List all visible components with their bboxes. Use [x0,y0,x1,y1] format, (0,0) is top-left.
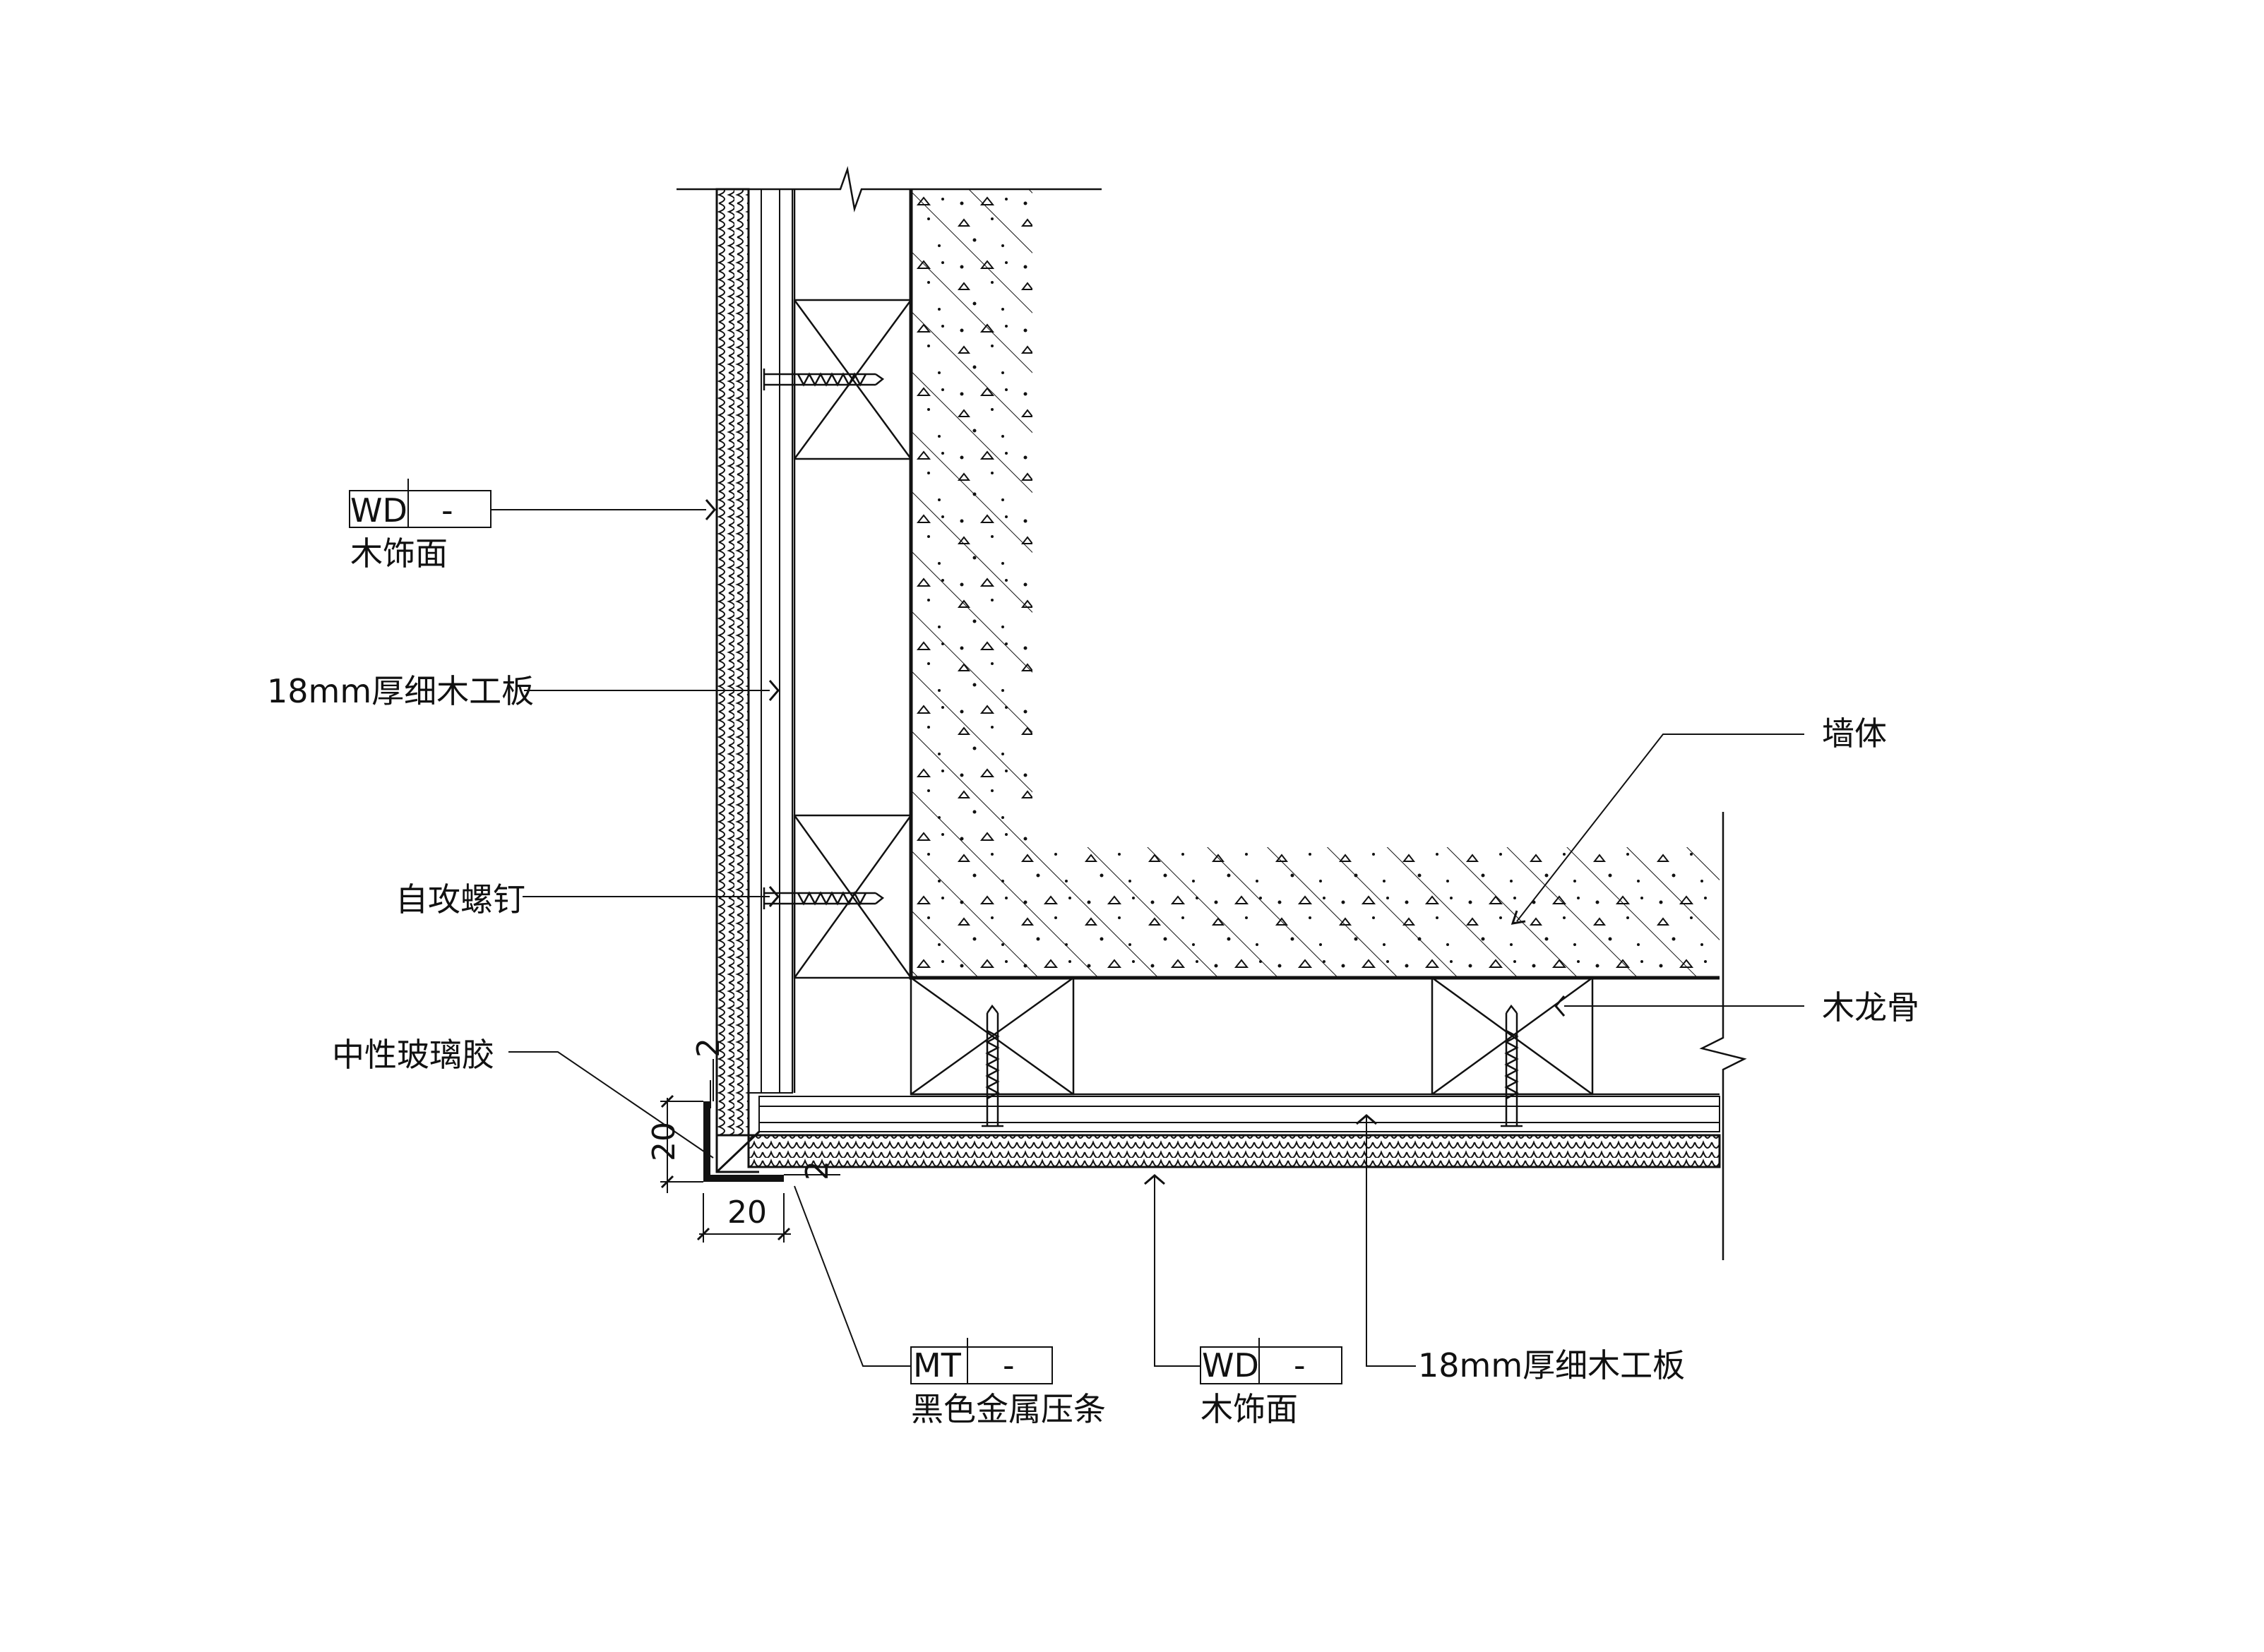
metal-strip-label: 黑色金属压条 [911,1390,1106,1428]
screw-left-horizontal [982,1004,1003,1127]
wood-finish-label-left: 木饰面 [350,534,448,573]
wood-veneer-horizontal [747,1134,1721,1168]
self-tapping-screws [763,369,1523,1127]
wood-finish-dash-bottom: - [1294,1346,1306,1384]
wood-veneer-vertical [715,188,750,1137]
wall-concrete [909,189,1720,980]
wood-finish-tag-left: WD [350,491,407,529]
blockboard-vertical [748,188,793,1094]
metal-tag-dash: - [1003,1346,1015,1384]
keel-label: 木龙骨 [1822,988,1919,1026]
dim-gap-top: 2 [691,1038,727,1058]
horizontal-keel-blocks [910,976,1720,1096]
screw-right-horizontal [1501,1004,1523,1127]
screw-label: 自攻螺钉 [395,880,525,918]
blockboard-label-bottom: 18mm厚细木工板 [1418,1346,1685,1384]
wood-finish-label-bottom: 木饰面 [1200,1390,1298,1428]
wall-label: 墙体 [1822,714,1887,753]
dim-height-vertical: 20 [646,1122,682,1161]
leader-lines [491,499,1804,1367]
dim-width-horizontal: 20 [727,1195,767,1231]
sealant-label: 中性玻璃胶 [332,1036,494,1074]
dimension-lines [660,1059,840,1243]
vertical-keel-blocks [793,189,912,1093]
dim-gap-bottom: 2 [799,1161,835,1180]
screw-upper [763,369,885,390]
metal-tag: MT [913,1346,962,1384]
wood-finish-dash-left: - [441,491,453,529]
top-break-line [677,166,1102,213]
corner-miter [715,1130,761,1173]
right-break-line [1699,812,1747,1260]
wood-finish-tag-bottom: WD [1202,1346,1259,1384]
tag-boxes [349,479,1342,1384]
screw-lower [763,887,885,909]
blockboard-horizontal [758,1096,1720,1132]
blockboard-label-left: 18mm厚细木工板 [267,672,534,710]
